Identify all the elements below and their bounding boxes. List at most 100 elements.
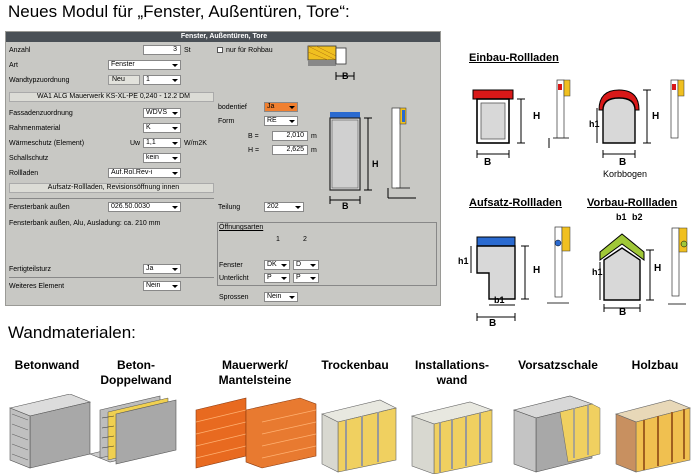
b-unit: m <box>311 133 317 140</box>
korbbogen-h-label: H <box>652 111 660 122</box>
h-input[interactable]: 2,625 <box>272 145 308 155</box>
bodentief-select[interactable]: Ja <box>264 102 298 112</box>
unterlicht-value-1: P <box>267 274 272 281</box>
b-input[interactable]: 2,010 <box>272 131 308 141</box>
art-select[interactable]: Fenster <box>108 60 181 70</box>
material-label-holzbau: Holzbau <box>631 358 679 372</box>
fensterbank-select[interactable]: 026.50.0030 <box>108 202 181 212</box>
fertig-value: Ja <box>146 265 154 272</box>
vorbau-title: Vorbau-Rollladen <box>587 197 678 209</box>
material-label-installationswand: Installations- wand <box>414 358 489 387</box>
einbau-b-label: B <box>484 157 492 168</box>
waerme-select[interactable]: 1,1 <box>143 138 181 148</box>
unterlicht-select-2[interactable]: P <box>293 273 319 283</box>
chevron-down-icon <box>281 264 287 267</box>
dialog-title: Fenster, Außentüren, Tore <box>6 32 440 42</box>
aufsatz-b-label: B <box>489 318 497 329</box>
wall-info-bar: WA1 ALG Mauerwerk KS-XL-PE 0,240 - 12.2 … <box>9 92 214 102</box>
aufsatz-h-label: H <box>533 265 541 276</box>
chevron-down-icon <box>310 277 316 280</box>
weiteres-select[interactable]: Nein <box>143 281 181 291</box>
fenster-select-2[interactable]: D <box>293 260 319 270</box>
separator <box>9 198 214 199</box>
material-label-vorsatzschale: Vorsatzschale <box>518 358 598 372</box>
wandtyp-label: Wandtypzuordnung <box>9 77 70 84</box>
chevron-down-icon <box>289 106 295 109</box>
sprossen-value: Nein <box>267 293 282 300</box>
wall-materials-title: Wandmaterialen: <box>8 323 136 342</box>
wandtyp-new-button[interactable]: Neu <box>108 75 140 85</box>
fassade-label: Fassadenzuordnung <box>9 110 73 117</box>
rohbau-checkbox[interactable] <box>217 47 223 53</box>
oeffnung-label: Öffnungsarten <box>219 224 264 231</box>
waerme-uw-label: Uw <box>130 140 141 147</box>
fassade-value: WDVS <box>146 109 167 116</box>
fensterbank-value: 026.50.0030 <box>111 203 150 210</box>
oeffnung-group <box>217 222 437 286</box>
korbbogen-h1-label: h1 <box>589 119 600 129</box>
weiteres-label: Weiteres Element <box>9 283 65 290</box>
art-label: Art <box>9 62 18 69</box>
einbau-title: Einbau-Rollladen <box>469 52 559 64</box>
vorbau-h1-label: h1 <box>592 267 603 277</box>
schall-select[interactable]: kein <box>143 153 181 163</box>
chevron-down-icon <box>172 172 178 175</box>
detail-top-icon <box>307 45 355 80</box>
mauerwerk-illustration <box>195 397 317 469</box>
aufsatz-diagram-icon <box>470 226 571 321</box>
fenster-select-1[interactable]: DK <box>264 260 290 270</box>
anzahl-input[interactable]: 3 <box>143 45 181 55</box>
rahmen-select[interactable]: K <box>143 123 181 133</box>
dim-b-label: B <box>342 201 349 211</box>
fenster-label: Fenster <box>219 262 243 269</box>
rolladen-info-bar: Aufsatz-Rollladen, Revisionsöffnung inne… <box>9 183 214 193</box>
wandtyp-value: 1 <box>146 76 150 83</box>
fassade-select[interactable]: WDVS <box>143 108 181 118</box>
vorbau-b1-label: b1 <box>616 212 627 222</box>
sprossen-select[interactable]: Nein <box>264 292 298 302</box>
aufsatz-h1-label: h1 <box>458 256 469 266</box>
wandtyp-select[interactable]: 1 <box>143 75 181 85</box>
chevron-down-icon <box>281 277 287 280</box>
b-label: B = <box>248 133 259 140</box>
korbbogen-label: Korbbogen <box>603 169 648 179</box>
chevron-down-icon <box>172 157 178 160</box>
holzbau-illustration <box>615 399 691 473</box>
page-headline: Neues Modul für „Fenster, Außentüren, To… <box>8 2 350 21</box>
h-unit: m <box>311 147 317 154</box>
sprossen-label: Sprossen <box>219 294 249 301</box>
fertig-select[interactable]: Ja <box>143 264 181 274</box>
vorbau-diagram-icon <box>599 227 688 312</box>
installationswand-illustration <box>410 401 494 474</box>
schall-label: Schallschutz <box>9 155 49 162</box>
teilung-select[interactable]: 202 <box>264 202 304 212</box>
form-select[interactable]: RE <box>264 116 298 126</box>
chevron-down-icon <box>172 206 178 209</box>
rolladen-select[interactable]: Auf.Rol.Rev-i <box>108 168 181 178</box>
bodentief-label: bodentief <box>218 104 247 111</box>
aufsatz-title: Aufsatz-Rollladen <box>469 197 562 209</box>
chevron-down-icon <box>172 268 178 271</box>
bodentief-value: Ja <box>267 103 275 110</box>
waerme-label: Wärmeschutz (Element) <box>9 140 85 147</box>
waerme-unit: W/m2K <box>184 140 207 147</box>
teilung-value: 202 <box>267 203 279 210</box>
korbbogen-diagram-icon <box>596 79 685 158</box>
waerme-value: 1,1 <box>146 139 156 146</box>
chevron-down-icon <box>289 120 295 123</box>
korbbogen-b-label: B <box>619 157 627 168</box>
chevron-down-icon <box>310 264 316 267</box>
betonwand-illustration <box>9 394 91 469</box>
chevron-down-icon <box>172 142 178 145</box>
rohbau-label: nur für Rohbau <box>226 47 273 54</box>
wall-materials-illustrations <box>9 394 691 474</box>
rolladen-value: Auf.Rol.Rev-i <box>111 169 153 176</box>
beton-doppelwand-illustration <box>89 395 177 465</box>
art-value: Fenster <box>111 61 135 68</box>
window-preview-icon <box>329 112 372 204</box>
fertig-label: Fertigteilsturz <box>9 266 52 273</box>
fensterbank-label: Fensterbank außen <box>9 204 70 211</box>
fenster-value-2: D <box>296 261 302 268</box>
oeffnung-col2: 2 <box>303 236 307 243</box>
unterlicht-select-1[interactable]: P <box>264 273 290 283</box>
